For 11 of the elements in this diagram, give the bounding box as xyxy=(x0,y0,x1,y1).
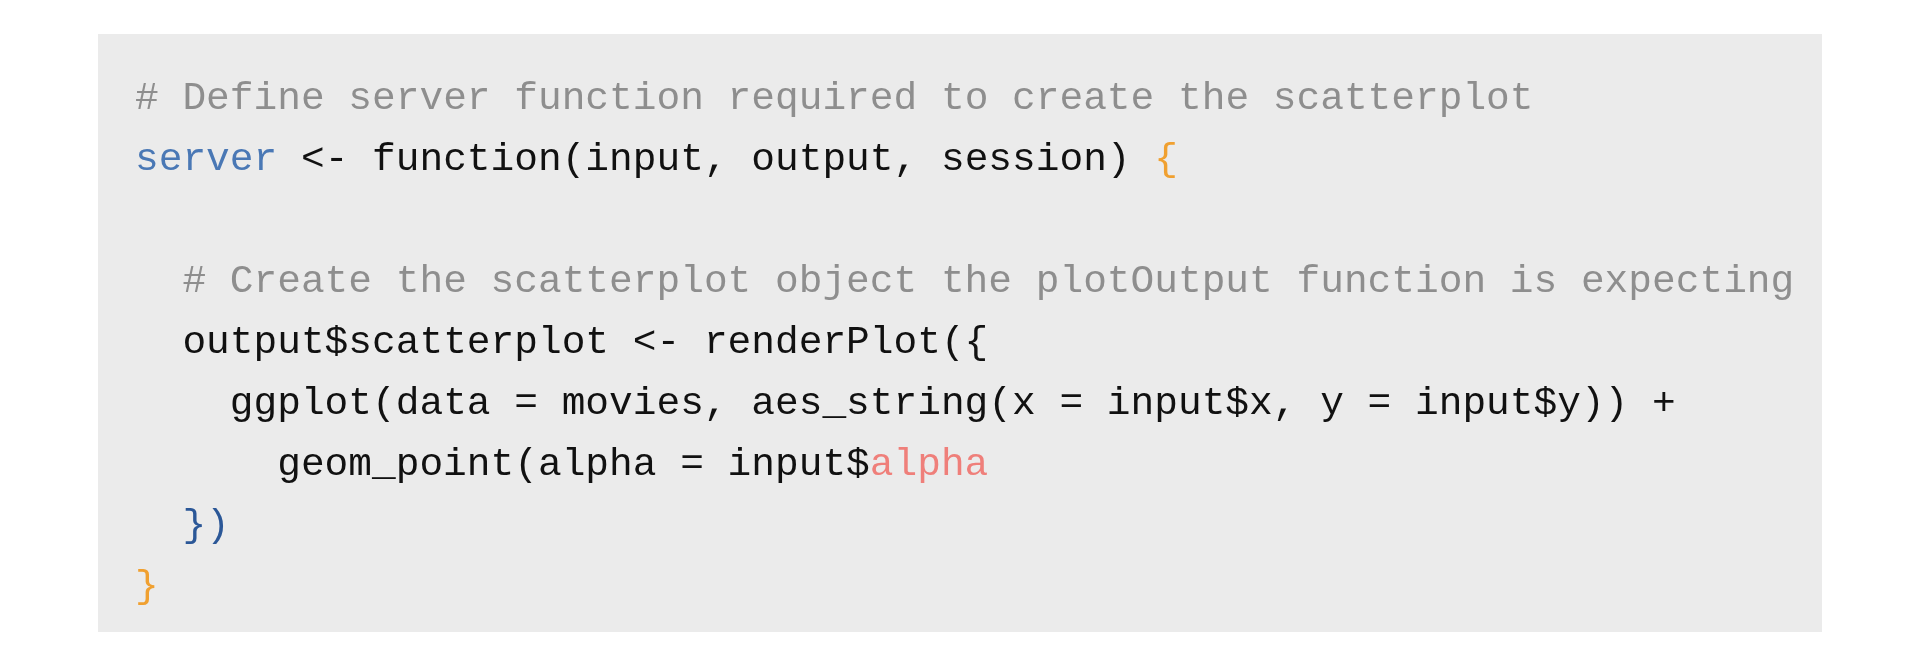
code-line: <- function(input, output, session) xyxy=(300,137,1131,182)
code-brace: }) xyxy=(182,503,230,548)
code-brace: } xyxy=(135,564,159,609)
code-identifier: server xyxy=(135,137,278,182)
code-line: output$scatterplot <- renderPlot({ xyxy=(182,320,989,365)
code-comment: # Define server function required to create the scatterplot xyxy=(135,76,1534,121)
code-brace: { xyxy=(1154,137,1178,182)
code-line: geom_point(alpha = input$ xyxy=(277,442,870,487)
code-line: ggplot(data = movies, aes_string(x = input$x, y = input$y)) + xyxy=(229,381,1676,426)
code-comment: # Create the scatterplot object the plotOutput function is expecting xyxy=(182,259,1795,304)
code-argument: alpha xyxy=(869,442,989,487)
